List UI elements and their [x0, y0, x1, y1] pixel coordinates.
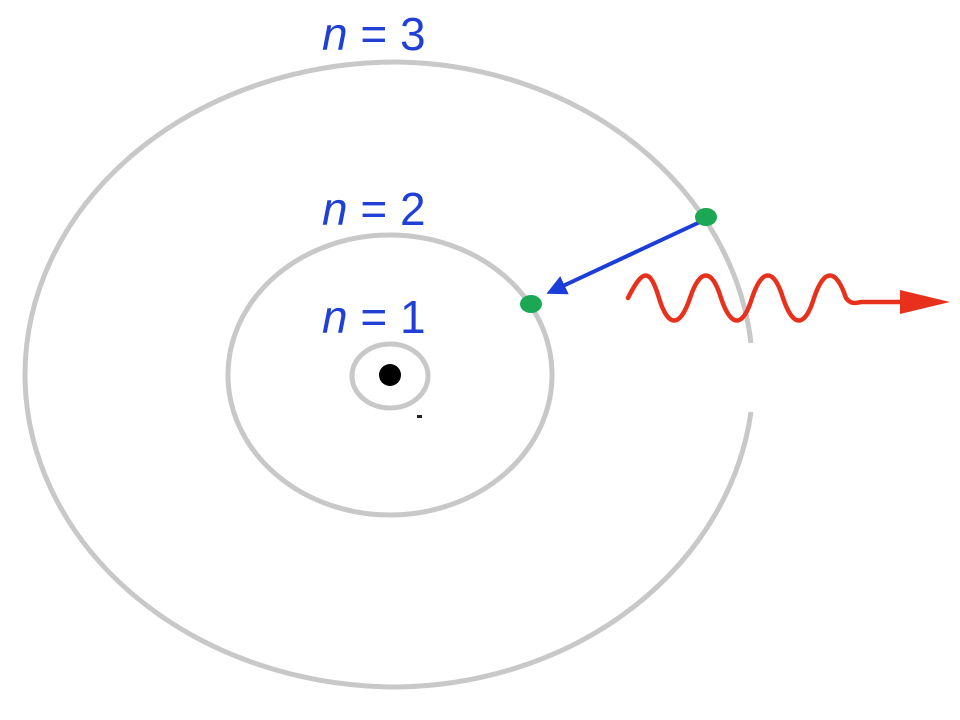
nucleus — [379, 364, 401, 386]
label-n3: n = 3 — [322, 8, 426, 60]
label-n2: n = 2 — [322, 183, 426, 235]
electron-n3 — [695, 208, 717, 226]
orbit-n3 — [22, 59, 754, 690]
electron-n2 — [520, 295, 542, 313]
label-n1: n = 1 — [322, 291, 426, 343]
photon-arrowhead — [900, 290, 950, 314]
photon-wave — [625, 273, 908, 323]
orbit-n2 — [225, 232, 555, 518]
orbit-n1 — [349, 341, 431, 411]
transition-arrow — [546, 220, 701, 295]
tick-mark — [417, 415, 422, 418]
